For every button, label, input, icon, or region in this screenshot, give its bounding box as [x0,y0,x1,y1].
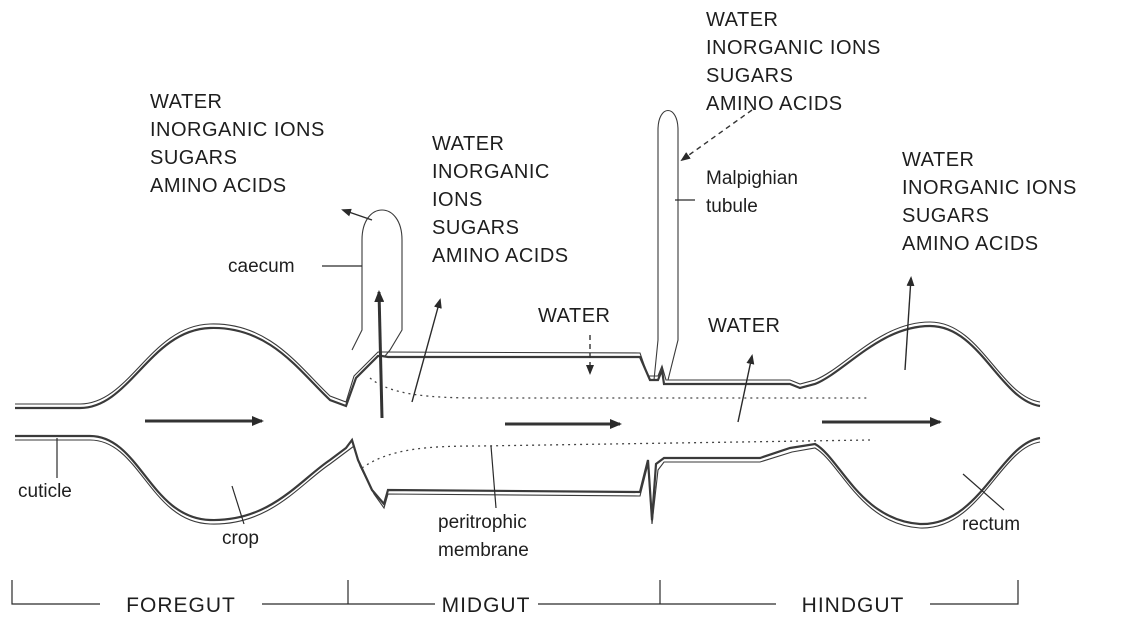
arrow-into-malpighian [682,110,752,160]
caecum-pouch [352,210,402,356]
substance-rectum-3: SUGARS [902,205,989,227]
substance-hindgut-water: WATER [708,315,781,337]
gut-upper-wall [15,322,1040,408]
substance-midgut-1: WATER [432,133,505,155]
malpighian-tubule [654,111,678,381]
label-rectum: rectum [962,514,1020,535]
flow-arrow-into-caecum [379,292,382,418]
substances-malpighian: WATER INORGANIC IONS SUGARS AMINO ACIDS [706,9,881,115]
substance-rectum-4: AMINO ACIDS [902,233,1039,255]
substance-midgut-water: WATER [538,305,611,327]
region-midgut: MIDGUT [442,594,531,614]
substance-caecum-2: INORGANIC IONS [150,119,325,141]
region-foregut: FOREGUT [126,594,236,614]
substances-rectum: WATER INORGANIC IONS SUGARS AMINO ACIDS [902,149,1077,255]
substances-caecum: WATER INORGANIC IONS SUGARS AMINO ACIDS [150,91,325,197]
substance-midgut-2: INORGANIC [432,161,550,183]
substance-caecum-4: AMINO ACIDS [150,175,287,197]
arrow-midgut-absorption [412,300,440,402]
substance-malpighian-4: AMINO ACIDS [706,93,843,115]
substance-caecum-1: WATER [150,91,223,113]
label-cuticle: cuticle [18,481,72,502]
substance-rectum-1: WATER [902,149,975,171]
label-caecum: caecum [228,256,295,277]
substance-caecum-3: SUGARS [150,147,237,169]
label-peritrophic-1: peritrophic [438,512,527,533]
arrow-hindgut-water [738,356,752,422]
arrow-caecum-out [343,210,372,220]
substances-midgut: WATER INORGANIC IONS SUGARS AMINO ACIDS [432,133,569,267]
region-hindgut: HINDGUT [802,594,905,614]
substance-malpighian-1: WATER [706,9,779,31]
substance-rectum-2: INORGANIC IONS [902,177,1077,199]
label-malpighian-2: tubule [706,196,758,217]
substance-midgut-5: AMINO ACIDS [432,245,569,267]
substance-malpighian-2: INORGANIC IONS [706,37,881,59]
label-peritrophic-2: membrane [438,540,529,561]
label-malpighian-1: Malpighian [706,168,798,189]
substance-malpighian-3: SUGARS [706,65,793,87]
substance-midgut-4: SUGARS [432,217,519,239]
substance-midgut-3: IONS [432,189,483,211]
leader-peritrophic [491,446,496,508]
label-crop: crop [222,528,259,549]
gut-lower-wall [15,436,1040,528]
